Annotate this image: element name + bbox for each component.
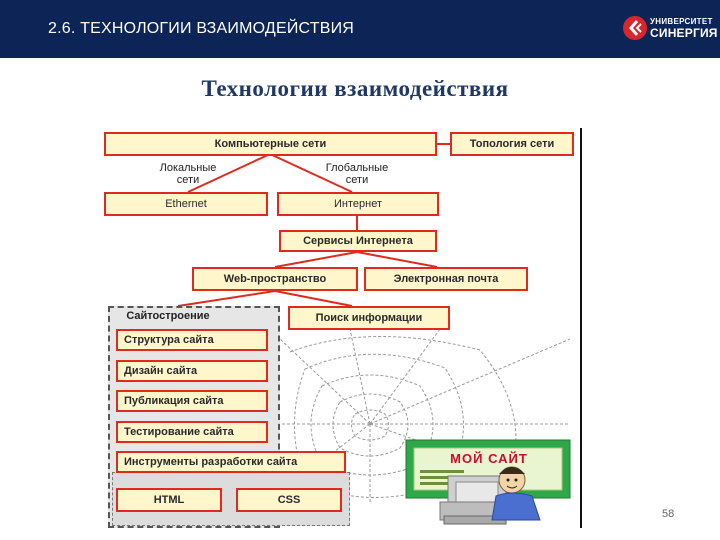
computer-networks-box: Компьютерные сети xyxy=(104,132,437,156)
university-logo: УНИВЕРСИТЕТ СИНЕРГИЯ xyxy=(622,15,717,45)
logo-text-university: УНИВЕРСИТЕТ xyxy=(650,17,713,26)
internet-box: Интернет xyxy=(277,192,439,216)
divider-line xyxy=(580,128,582,528)
my-site-illustration xyxy=(405,439,571,525)
global-networks-label: Глобальные сети xyxy=(325,162,389,186)
logo-text-synergy: СИНЕРГИЯ xyxy=(650,26,718,40)
header-bar: 2.6. ТЕХНОЛОГИИ ВЗАИМОДЕЙСТВИЯ УНИВЕРСИТ… xyxy=(0,0,720,58)
internet-services-box: Сервисы Интернета xyxy=(279,230,437,252)
css-box: CSS xyxy=(236,488,342,512)
info-search-box: Поиск информации xyxy=(288,306,450,330)
section-title: 2.6. ТЕХНОЛОГИИ ВЗАИМОДЕЙСТВИЯ xyxy=(48,20,355,37)
network-topology-box: Топология сети xyxy=(450,132,574,156)
ethernet-box: Ethernet xyxy=(104,192,268,216)
web-space-box: Web-пространство xyxy=(192,267,358,291)
site-testing-box: Тестирование сайта xyxy=(116,421,268,443)
site-design-box: Дизайн сайта xyxy=(116,360,268,382)
my-site-label: МОЙ САЙТ xyxy=(450,451,528,466)
interaction-technologies-diagram: Сайтостроение Компьютерные сети Топологи… xyxy=(100,124,582,528)
site-structure-box: Структура сайта xyxy=(116,329,268,351)
diagram-illustration xyxy=(164,143,571,525)
synergy-logo-icon xyxy=(623,16,647,40)
slide-title: Технологии взаимодействия xyxy=(201,76,509,101)
site-building-title: Сайтостроение xyxy=(126,310,210,322)
html-box: HTML xyxy=(116,488,222,512)
dev-tools-box: Инструменты разработки сайта xyxy=(116,451,346,473)
page-number: 58 xyxy=(662,508,675,520)
site-publishing-box: Публикация сайта xyxy=(116,390,268,412)
email-box: Электронная почта xyxy=(364,267,528,291)
local-networks-label: Локальные сети xyxy=(159,162,217,186)
